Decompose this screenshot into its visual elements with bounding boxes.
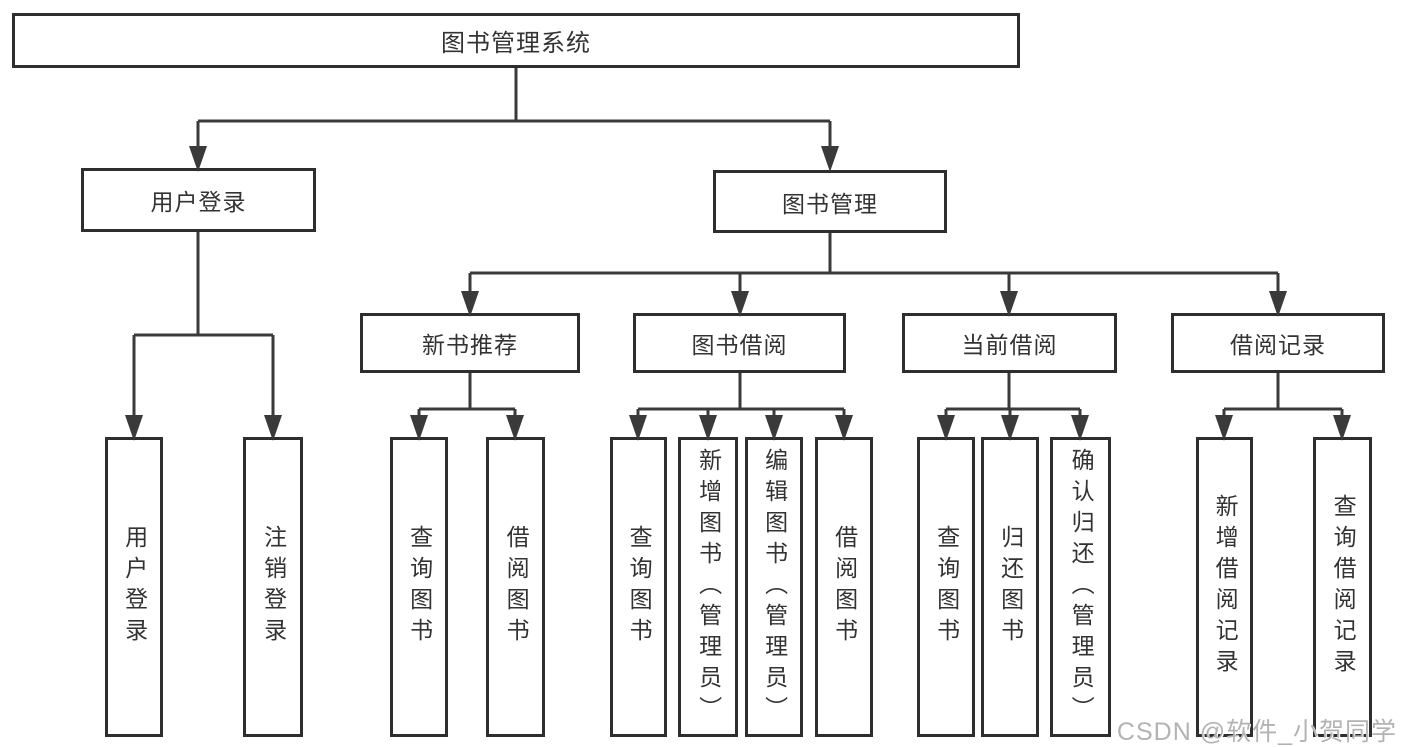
node-label: 用户登录	[121, 525, 148, 649]
node-label: 查询图书	[406, 525, 433, 649]
node-borrowing-records: 借阅记录	[1171, 313, 1385, 373]
node-label: 图书管理系统	[441, 30, 591, 57]
node-current-borrowing: 当前借阅	[902, 313, 1117, 373]
node-label: 图书借阅	[691, 332, 788, 358]
node-label: 编辑图书（管理员）	[761, 447, 788, 727]
node-label: 当前借阅	[961, 332, 1058, 358]
node-book-management: 图书管理	[713, 170, 947, 233]
leaf-user-login: 用户登录	[105, 437, 163, 737]
node-label: 查询借阅记录	[1330, 494, 1357, 680]
node-user-login: 用户登录	[81, 168, 316, 232]
node-label: 确认归还（管理员）	[1068, 447, 1095, 727]
node-label: 注销登录	[260, 525, 287, 649]
leaf-query-books-recommend: 查询图书	[390, 437, 448, 737]
node-label: 新书推荐	[422, 332, 518, 358]
leaf-query-books-current: 查询图书	[917, 437, 975, 737]
node-book-borrowing: 图书借阅	[633, 313, 846, 373]
node-label: 归还图书	[997, 525, 1024, 649]
leaf-logout: 注销登录	[243, 437, 303, 737]
leaf-borrow-books-borrow: 借阅图书	[815, 437, 873, 737]
leaf-confirm-return-admin: 确认归还（管理员）	[1050, 437, 1111, 737]
node-label: 借阅图书	[503, 525, 530, 649]
leaf-query-books-borrow: 查询图书	[610, 437, 667, 737]
node-library-management-system: 图书管理系统	[12, 13, 1020, 68]
leaf-edit-book-admin: 编辑图书（管理员）	[745, 437, 803, 737]
node-label: 借阅记录	[1230, 332, 1326, 358]
leaf-return-books: 归还图书	[981, 437, 1039, 737]
node-label: 新增借阅记录	[1212, 494, 1239, 680]
leaf-add-book-admin: 新增图书（管理员）	[678, 437, 738, 737]
node-label: 新增图书（管理员）	[695, 447, 722, 727]
node-label: 查询图书	[933, 525, 960, 649]
leaf-borrow-books-recommend: 借阅图书	[486, 437, 545, 737]
leaf-query-borrow-record: 查询借阅记录	[1313, 437, 1372, 737]
node-label: 借阅图书	[831, 525, 858, 649]
node-label: 用户登录	[150, 189, 247, 215]
node-label: 查询图书	[626, 525, 653, 649]
node-label: 图书管理	[782, 190, 878, 217]
csdn-watermark: CSDN @软件_小贺同学	[1116, 718, 1397, 746]
leaf-add-borrow-record: 新增借阅记录	[1196, 437, 1253, 737]
node-new-book-recommendation: 新书推荐	[360, 313, 580, 373]
